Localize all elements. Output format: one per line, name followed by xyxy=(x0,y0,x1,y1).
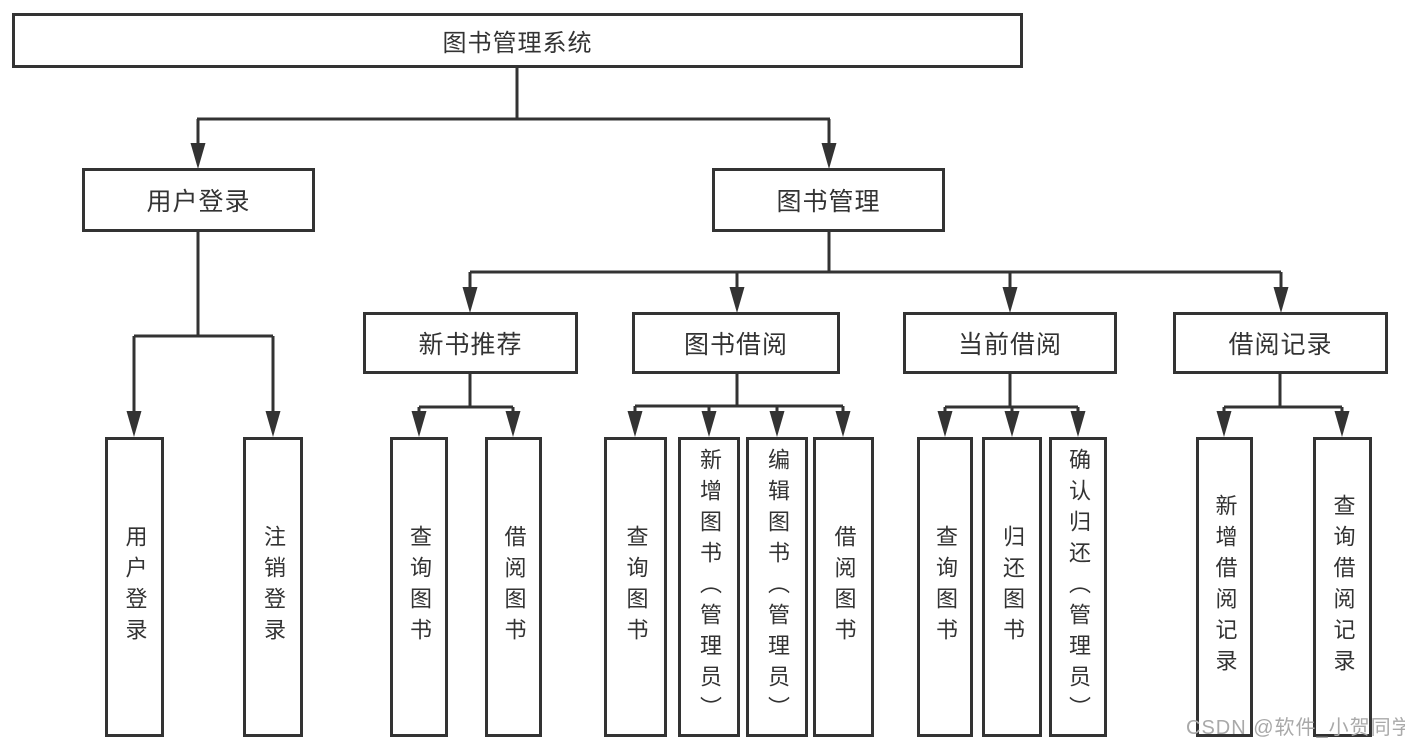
leaf-edit-books-admin: 编辑图书（管理员） xyxy=(746,437,808,737)
node-label: 查询借阅记录 xyxy=(1330,494,1356,680)
leaf-return-books: 归还图书 xyxy=(982,437,1042,737)
node-label: 图书管理 xyxy=(776,188,881,216)
node-current-borrow: 当前借阅 xyxy=(903,312,1117,374)
leaf-confirm-return-admin: 确认归还（管理员） xyxy=(1049,437,1107,737)
leaf-borrow-books: 借阅图书 xyxy=(813,437,874,737)
node-label: 新增借阅记录 xyxy=(1212,494,1238,680)
connector-new-book-recommend-children xyxy=(411,374,521,437)
node-book-borrow: 图书借阅 xyxy=(632,312,840,374)
node-book-management: 图书管理 xyxy=(712,168,945,232)
node-label: 借阅图书 xyxy=(501,525,527,649)
leaf-query-books: 查询图书 xyxy=(917,437,973,737)
node-label: 确认归还（管理员） xyxy=(1066,447,1091,727)
node-label: 借阅记录 xyxy=(1228,331,1333,359)
node-user-login: 用户登录 xyxy=(82,168,315,232)
node-label: 查询图书 xyxy=(623,525,649,649)
node-label: 图书借阅 xyxy=(683,331,788,359)
node-label: 用户登录 xyxy=(122,525,148,649)
node-new-book-recommend: 新书推荐 xyxy=(363,312,578,374)
leaf-add-borrow-record: 新增借阅记录 xyxy=(1196,437,1253,737)
connector-borrow-records-children xyxy=(1216,374,1350,437)
leaf-logout: 注销登录 xyxy=(243,437,303,737)
node-label: 归还图书 xyxy=(1000,525,1025,649)
node-label: 当前借阅 xyxy=(957,331,1062,359)
leaf-add-books-admin: 新增图书（管理员） xyxy=(678,437,740,737)
node-label: 新书推荐 xyxy=(418,331,523,359)
leaf-query-borrow-record: 查询借阅记录 xyxy=(1313,437,1372,737)
connector-current-borrow-children xyxy=(937,374,1086,437)
leaf-borrow-books: 借阅图书 xyxy=(485,437,542,737)
leaf-query-books: 查询图书 xyxy=(604,437,667,737)
leaf-user-login: 用户登录 xyxy=(105,437,164,737)
connector-book-management-to-level3 xyxy=(462,232,1289,313)
node-label: 编辑图书（管理员） xyxy=(765,447,790,727)
node-label: 用户登录 xyxy=(146,188,251,216)
leaf-query-books: 查询图书 xyxy=(390,437,448,737)
node-borrow-records: 借阅记录 xyxy=(1173,312,1388,374)
connector-root-to-level2 xyxy=(190,68,837,169)
node-label: 新增图书（管理员） xyxy=(697,447,722,727)
connector-user-login-children xyxy=(126,232,281,437)
connector-book-borrow-children xyxy=(627,374,851,437)
node-label: 图书管理系统 xyxy=(442,30,593,57)
node-label: 查询图书 xyxy=(407,525,432,649)
node-label: 借阅图书 xyxy=(831,525,857,649)
csdn-watermark: CSDN @软件_小贺同学 xyxy=(1186,717,1405,739)
node-label: 注销登录 xyxy=(261,525,286,649)
node-label: 查询图书 xyxy=(933,525,958,649)
node-library-management-system: 图书管理系统 xyxy=(12,13,1023,68)
